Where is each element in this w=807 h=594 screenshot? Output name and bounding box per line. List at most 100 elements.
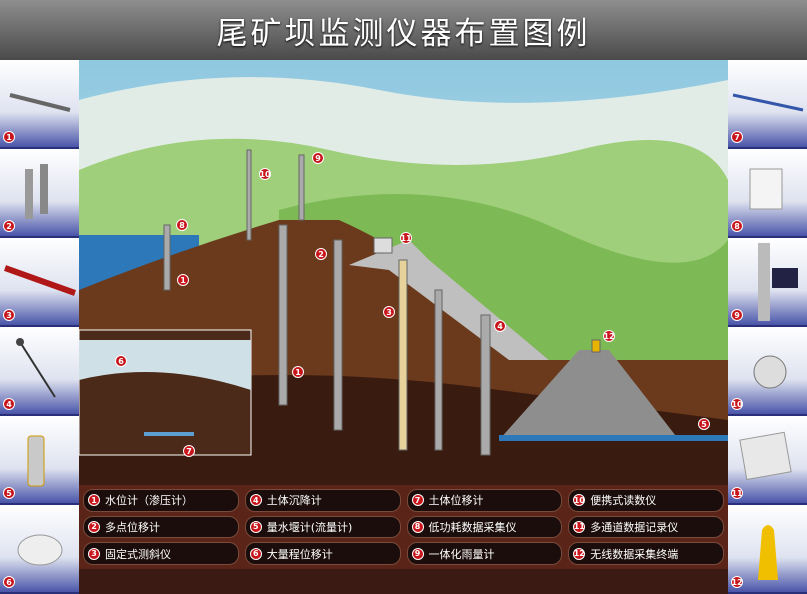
instrument-tile-inclinometer: 3 [0,238,79,327]
rain-gauge-pole [298,154,305,221]
inclinometer [398,259,408,451]
legend-number: 6 [249,547,262,560]
legend-item: 10 便携式读数仪 [568,489,724,512]
instrument-tile-multipoint-displacement: 2 [0,149,79,238]
legend-number: 3 [88,547,100,560]
readout-mast [246,149,252,241]
scene-badge-8: 8 [176,219,188,231]
legend-item: 3 固定式测斜仪 [83,542,239,565]
instrument-tile-weir-gauge: 5 [0,416,79,505]
legend-label: 固定式测斜仪 [105,547,171,561]
legend-label: 多点位移计 [105,520,160,534]
tile-number-badge: 4 [3,398,15,410]
rain-gauge-image [758,243,798,321]
displacement-meter-image [17,534,63,566]
legend-label: 无线数据采集终端 [590,547,679,561]
scene-badge-4: 4 [494,320,506,332]
legend-item: 7 土体位移计 [406,489,563,512]
legend-item: 8 低功耗数据采集仪 [406,515,563,539]
data-acquisition-image [749,168,783,210]
right-instrument-column: 7 8 9 10 11 12 [728,60,807,594]
legend-number: 4 [249,494,262,507]
scene-badge-12: 12 [603,330,615,342]
left-instrument-column: 1 2 3 4 5 6 [0,60,79,594]
legend-label: 土体位移计 [428,494,484,508]
tile-number-badge: 3 [3,309,15,321]
instrument-tile-wireless-terminal: 12 [728,505,807,594]
weir-gauge-image [27,435,45,487]
scene-badge-1: 1 [177,274,189,286]
multichannel-logger [373,237,393,254]
legend-number: 1 [88,494,100,507]
scene-badge-10: 10 [259,168,271,180]
legend-item: 2 多点位移计 [83,515,239,539]
readout-image [753,355,787,389]
scene-badge-11: 11 [400,232,412,244]
dam-monitoring-scene: 1 1 2 3 4 5 6 7 8 9 10 11 12 [79,60,728,485]
legend-number: 5 [249,520,262,533]
rockfill-dam [499,350,679,440]
tile-number-badge: 7 [731,131,743,143]
instrument-tile-soil-displacement: 7 [728,60,807,149]
wireless-terminal-image [758,525,778,580]
wireless-terminal [591,339,601,353]
soil-displacement-image [732,93,804,112]
page-title: 尾矿坝监测仪器布置图例 [216,15,591,52]
instrument-tile-data-acquisition: 8 [728,149,807,238]
legend-number: 10 [573,494,586,507]
legend-label: 水位计（渗压计） [105,494,193,508]
instrument-tile-water-level-gauge: 1 [0,60,79,149]
legend-item: 11 多通道数据记录仪 [568,515,724,539]
tile-number-badge: 5 [3,487,15,499]
tile-number-badge: 8 [731,220,743,232]
tile-number-badge: 11 [731,487,743,499]
tile-number-badge: 2 [3,220,15,232]
water-level-gauge-image [9,93,71,112]
settlement-gauge [278,224,288,406]
inclinometer-image [3,265,77,296]
tile-number-badge: 6 [3,576,15,588]
instrument-tile-rain-gauge: 9 [728,238,807,327]
tile-number-badge: 10 [731,398,743,410]
legend-label: 便携式读数仪 [590,494,657,508]
scene-badge-9: 9 [312,152,324,164]
scene-badge-2: 2 [315,248,327,260]
legend-number: 9 [411,547,424,560]
legend-number: 11 [573,520,586,533]
legend-label: 大量程位移计 [266,547,333,561]
scene-badge-1b: 1 [292,366,304,378]
scene-badge-6: 6 [115,355,127,367]
legend-number: 2 [88,520,100,533]
scene-badge-7: 7 [183,445,195,457]
tile-number-badge: 9 [731,309,743,321]
legend-label: 土体沉降计 [266,494,322,508]
instrument-tile-readout: 10 [728,327,807,416]
multichannel-logger-image [739,431,792,481]
legend-label: 多通道数据记录仪 [590,520,679,534]
legend-item: 5 量水堰计(流量计) [244,515,401,539]
scene-badge-5: 5 [698,418,710,430]
scene-badge-3: 3 [383,306,395,318]
legend-number: 12 [573,547,586,560]
multipoint-displacement [333,239,343,431]
soil-displacement [434,289,443,451]
multipoint-displacement-image [25,164,48,219]
settlement-gauge-image [16,338,56,398]
legend-label: 低功耗数据采集仪 [428,520,517,534]
legend-number: 8 [411,520,424,533]
inset-view [79,329,252,456]
tile-number-badge: 1 [3,131,15,143]
legend-number: 7 [411,494,424,507]
legend-label: 量水堰计(流量计) [266,520,353,534]
legend-label: 一体化雨量计 [428,547,495,561]
instrument-tile-multichannel-logger: 11 [728,416,807,505]
legend-item: 4 土体沉降计 [244,489,401,512]
instrument-tile-displacement-meter: 6 [0,505,79,594]
legend-item: 9 一体化雨量计 [406,542,563,565]
water-level-gauge [163,224,171,291]
soil-settlement [480,314,491,456]
legend-item: 1 水位计（渗压计） [83,489,239,512]
title-bar: 尾矿坝监测仪器布置图例 [0,0,807,60]
instrument-tile-settlement-gauge: 4 [0,327,79,416]
